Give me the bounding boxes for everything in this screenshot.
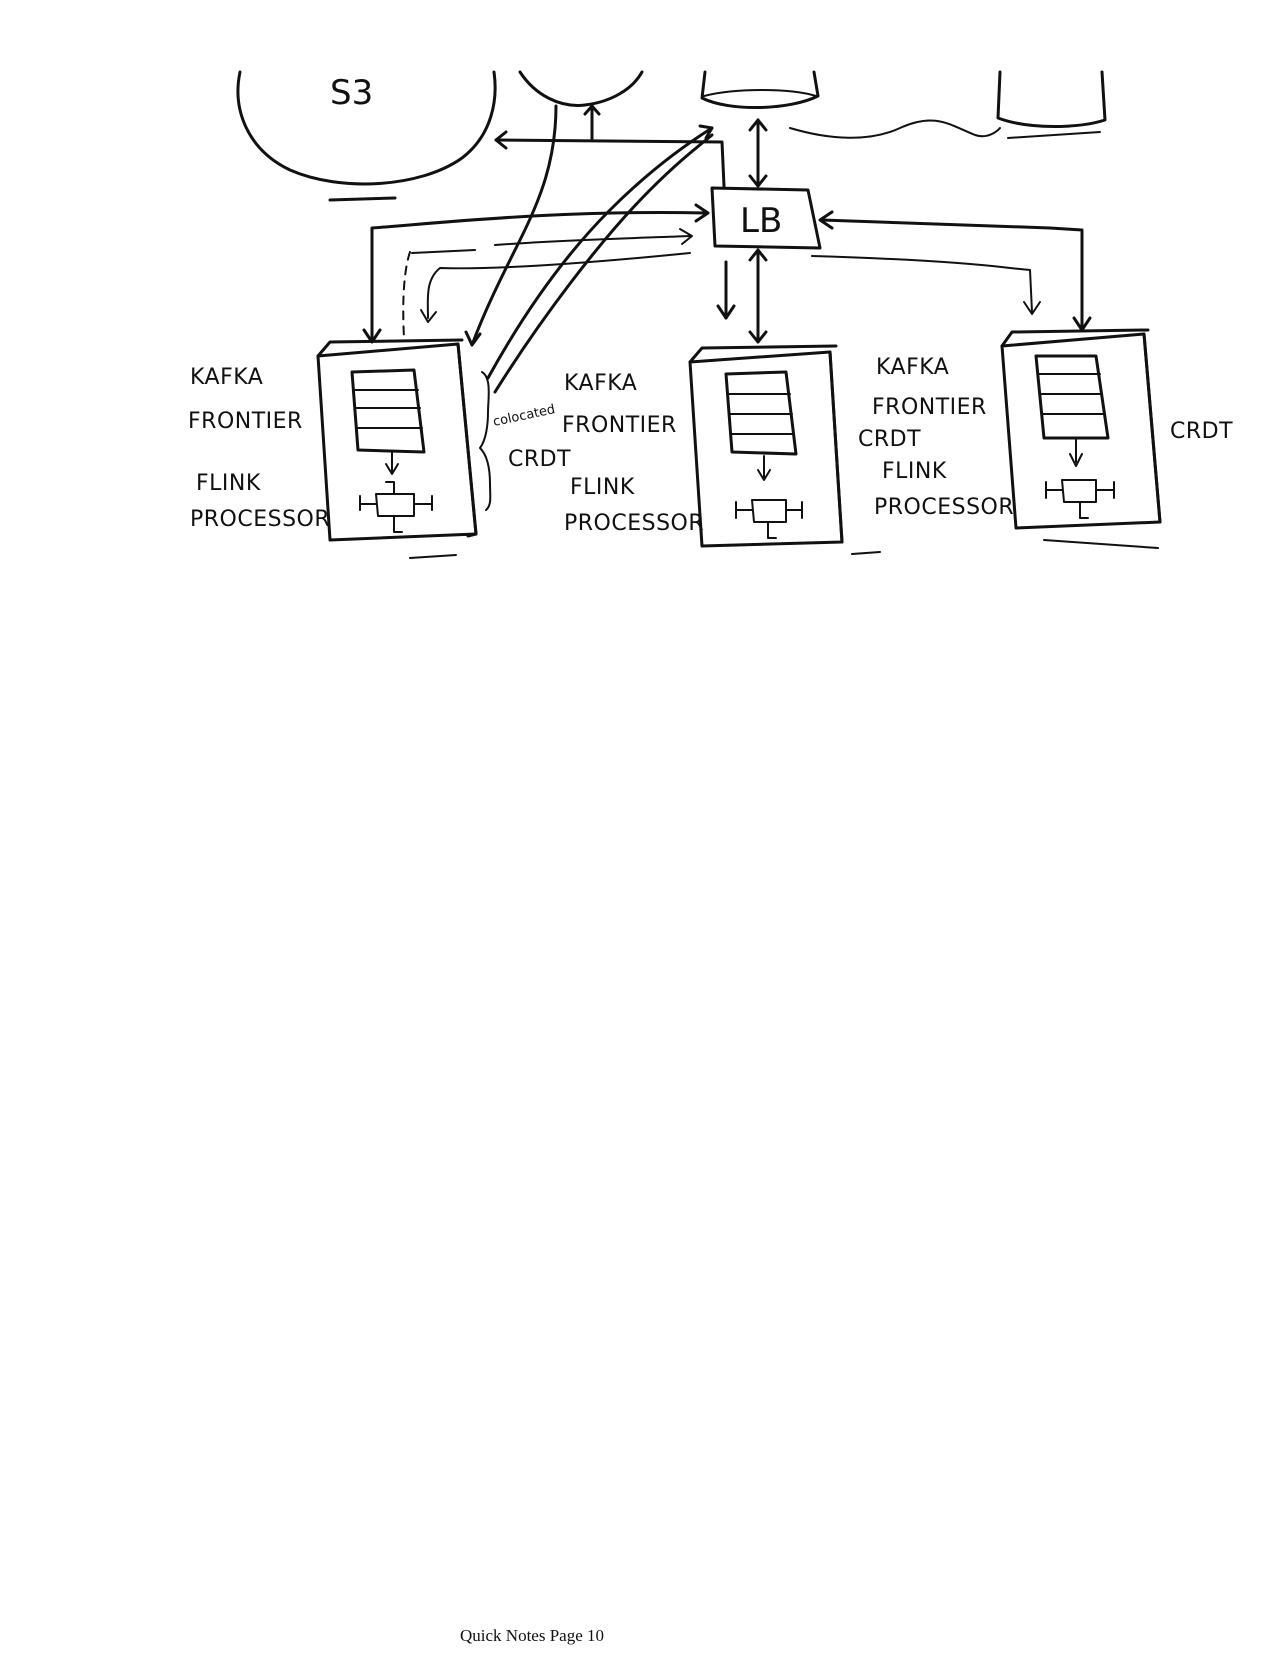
lb-box (710, 186, 822, 250)
crdt-right-label: CRDT (1170, 419, 1233, 444)
right-processor-label: PROCESSOR (874, 495, 1014, 520)
left-frontier-label: FRONTIER (188, 409, 303, 434)
wavy-connector (789, 119, 1001, 139)
dashed-link (402, 251, 411, 339)
node-middle (688, 344, 881, 555)
left-processor-label: PROCESSOR (190, 507, 330, 532)
node-right (1000, 328, 1162, 549)
left-kafka-label: KAFKA (190, 365, 263, 390)
right-frontier-label: FRONTIER (872, 395, 987, 420)
s3-circle (236, 70, 497, 186)
brace (479, 371, 492, 511)
top-cylinder-middle (700, 70, 820, 109)
s3-label: S3 (330, 73, 373, 113)
middle-frontier-label: FRONTIER (562, 413, 677, 438)
right-kafka-label: KAFKA (876, 355, 949, 380)
crdt-middle-label: CRDT (858, 427, 921, 452)
right-flink-label: FLINK (882, 459, 947, 484)
top-cylinder-right (996, 70, 1107, 128)
middle-processor-label: PROCESSOR (564, 511, 704, 536)
top-round-shape (518, 70, 644, 107)
colocated-annotation: colocated (492, 402, 557, 430)
middle-flink-label: FLINK (570, 475, 635, 500)
middle-kafka-label: KAFKA (564, 371, 637, 396)
node-left (316, 338, 478, 559)
lb-label: LB (740, 201, 782, 241)
s3-underline (328, 196, 397, 202)
crdt-left-label: CRDT (508, 447, 571, 472)
left-flink-label: FLINK (196, 471, 261, 496)
architecture-sketch: S3 LB (188, 70, 1233, 559)
page-footer: Quick Notes Page 10 (460, 1626, 605, 1645)
